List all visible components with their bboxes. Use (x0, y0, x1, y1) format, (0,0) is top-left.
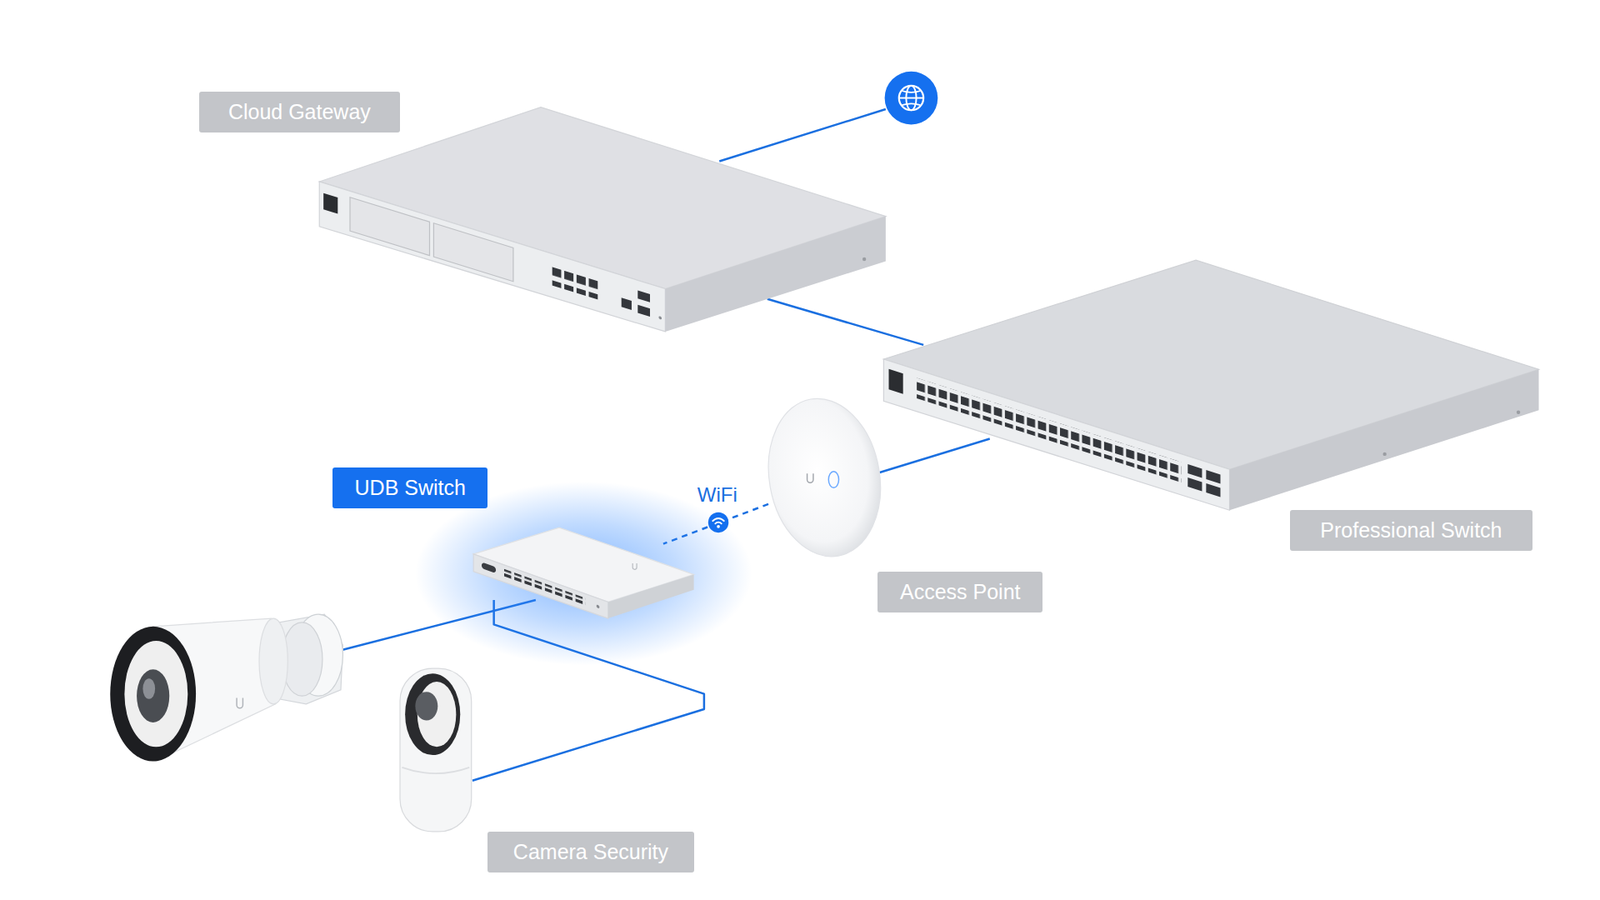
wifi-symbol (716, 525, 720, 529)
dome-camera (400, 668, 472, 832)
udb-switch-glow (415, 481, 752, 665)
internet-link (719, 109, 886, 161)
professional-switch-device (1230, 369, 1540, 510)
dome-camera (400, 668, 472, 832)
professional-switch-device (1187, 464, 1202, 478)
udb-switch-device (632, 563, 637, 570)
udb-switch-device (473, 554, 609, 619)
professional-switch-device (1187, 477, 1202, 491)
professional-switch-device (1205, 470, 1220, 484)
network-cable (880, 439, 990, 473)
bullet-camera (124, 640, 188, 747)
professional-switch-device (1205, 483, 1220, 497)
udb-switch-device (504, 569, 586, 605)
cloud-gateway-device (551, 264, 598, 300)
cloud-gateway-device (637, 290, 650, 303)
access-point-device (756, 390, 893, 566)
udb-switch-device (608, 574, 695, 619)
access-point-device (828, 471, 839, 489)
udb-switch-device (481, 560, 600, 610)
bullet-camera (110, 614, 343, 761)
cloud-gateway-device (350, 197, 430, 256)
cloud-gateway-device (637, 305, 650, 317)
device-group: Access Point (768, 398, 880, 557)
cloud-gateway-device (323, 193, 338, 215)
cloud-gateway-device (433, 223, 514, 282)
internet-globe (899, 85, 924, 110)
professional-switch-device (916, 377, 1181, 483)
dome-camera (401, 767, 470, 774)
device-label: Camera Security (487, 831, 694, 873)
cloud-gateway-device (319, 107, 886, 332)
link-label: WiFi (695, 483, 740, 507)
professional-switch-device (1516, 410, 1520, 414)
edge-label-holder: WiFi (695, 483, 740, 507)
udb-switch-glow (415, 481, 752, 665)
internet-globe (899, 97, 924, 100)
device-group: Camera Security (110, 650, 473, 832)
network-cable (767, 299, 924, 345)
cloud-gateway-device (658, 315, 662, 320)
internet-globe (885, 71, 939, 125)
bullet-camera (136, 669, 170, 723)
wifi-symbol (708, 512, 729, 533)
professional-switch-device (883, 359, 1230, 510)
bullet-camera (142, 678, 155, 699)
device-label: Cloud Gateway (199, 91, 400, 133)
device-group: Professional Switch (923, 260, 1539, 439)
access-point-device (756, 390, 893, 566)
professional-switch-device (883, 260, 1539, 510)
access-point-device (807, 473, 814, 483)
wifi-symbol (708, 512, 729, 533)
bullet-camera (236, 698, 243, 709)
professional-switch-device (889, 369, 904, 395)
cloud-gateway-device (621, 297, 632, 310)
device-label: Professional Switch (1290, 510, 1533, 551)
cloud-gateway-device (323, 189, 662, 328)
wifi-symbol (712, 518, 725, 525)
device-label: UDB Switch (332, 467, 488, 509)
udb-switch-device (481, 562, 496, 574)
dome-camera (405, 673, 460, 755)
internet-link (719, 109, 886, 161)
internet-globe (885, 71, 939, 125)
cloud-gateway-device (319, 181, 665, 332)
bullet-camera (110, 626, 196, 762)
bullet-camera (259, 618, 288, 705)
cloud-gateway-device (665, 216, 885, 332)
internet-globe (901, 90, 920, 105)
dome-camera (415, 691, 438, 720)
cloud-gateway-device (862, 257, 866, 261)
professional-switch-device (1382, 452, 1386, 456)
device-label: Access Point (877, 571, 1043, 613)
device-group: UDB Switch (473, 544, 694, 600)
udb-switch-device (473, 527, 694, 619)
device-group: Cloud Gateway (319, 107, 886, 300)
professional-switch-device (889, 369, 1221, 498)
udb-switch-device (596, 604, 600, 609)
